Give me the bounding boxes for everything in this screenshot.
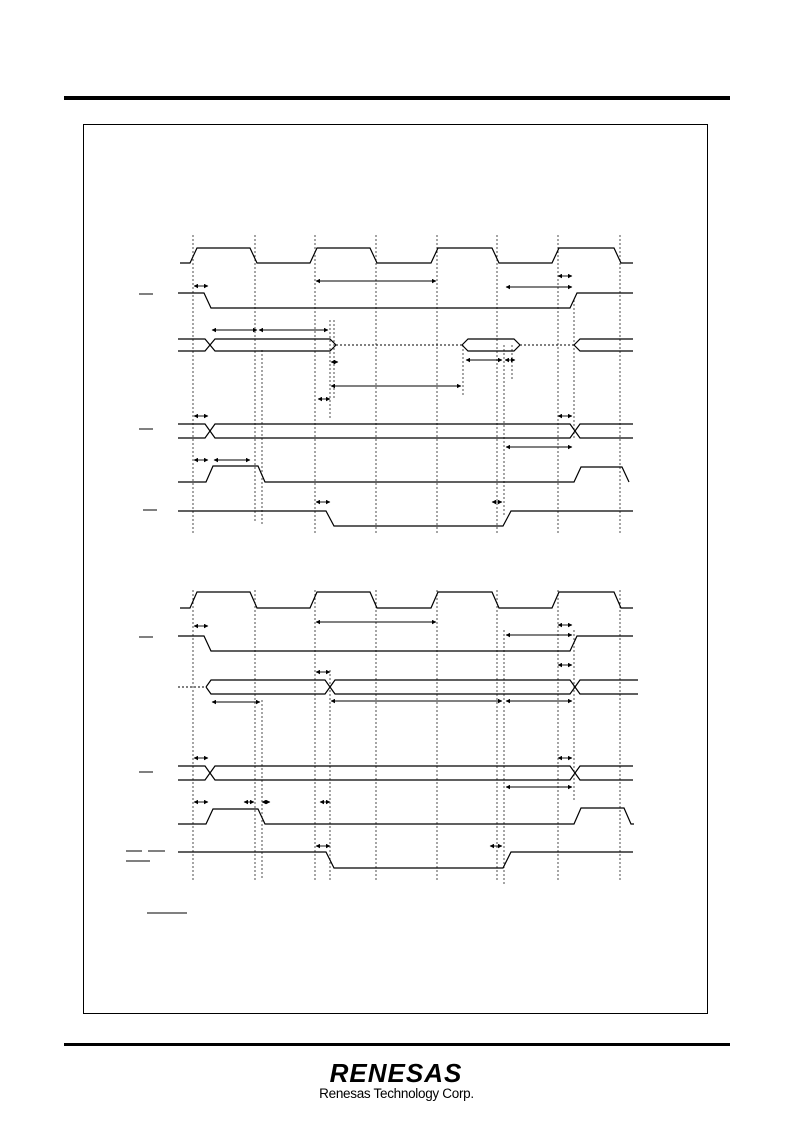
lower-timing-diagram xyxy=(126,590,638,914)
header-rule xyxy=(64,96,730,100)
footer-rule xyxy=(64,1043,730,1046)
lower-clock-waveform xyxy=(180,591,633,609)
upper-strobe-waveform xyxy=(178,465,630,483)
svg-text:RENESAS: RENESAS xyxy=(330,1058,463,1086)
lower-strobe-waveform xyxy=(178,807,634,825)
lower-data-bus xyxy=(178,679,638,695)
upper-timing-diagram xyxy=(139,235,633,533)
upper-bus-2 xyxy=(178,423,633,439)
lower-signal-4 xyxy=(178,851,633,869)
upper-signal-4 xyxy=(178,510,633,527)
lower-signal-1 xyxy=(178,635,633,652)
upper-timing-arrows xyxy=(193,273,573,505)
lower-clock-guides xyxy=(192,590,621,885)
lower-bus-2 xyxy=(178,765,633,781)
company-name: Renesas Technology Corp. xyxy=(319,1086,474,1101)
upper-clock-guides xyxy=(192,235,621,533)
upper-data-bus xyxy=(178,338,633,352)
upper-clock-waveform xyxy=(180,247,633,264)
lower-timing-arrows xyxy=(193,619,573,849)
renesas-wordmark: RENESAS xyxy=(330,1058,463,1086)
figure-frame xyxy=(83,124,708,1014)
upper-signal-1 xyxy=(178,292,633,309)
renesas-logo: RENESAS Renesas Technology Corp. xyxy=(309,1058,484,1102)
